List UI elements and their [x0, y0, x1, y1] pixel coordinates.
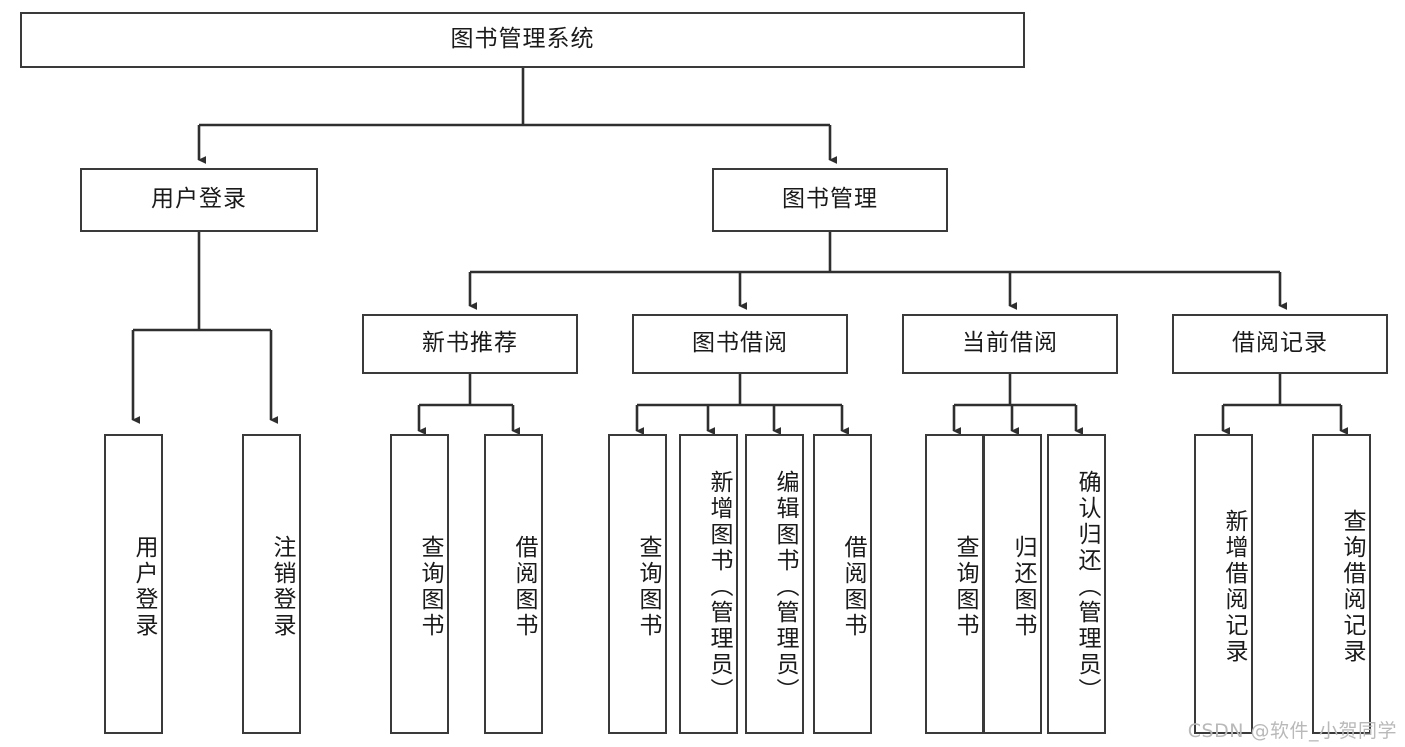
watermark: CSDN @软件_小贺同学 — [1187, 720, 1397, 742]
node-label: 注销登录 — [269, 535, 295, 639]
node-label: 图书管理 — [782, 186, 878, 213]
leaf-add-borrow-record[interactable]: 新增借阅记录 — [1194, 434, 1253, 734]
node-label: 查询借阅记录 — [1339, 509, 1365, 665]
leaf-return-book[interactable]: 归还图书 — [983, 434, 1042, 734]
leaf-query-book-current[interactable]: 查询图书 — [925, 434, 984, 734]
node-user-login[interactable]: 用户登录 — [80, 168, 318, 232]
leaf-query-book-recommend[interactable]: 查询图书 — [390, 434, 449, 734]
node-borrow-record[interactable]: 借阅记录 — [1172, 314, 1388, 374]
node-label: 图书管理系统 — [450, 26, 595, 53]
node-label: 查询图书 — [417, 535, 443, 639]
leaf-confirm-return-admin[interactable]: 确认归还（管理员） — [1047, 434, 1106, 734]
node-label: 新增图书（管理员） — [706, 470, 732, 704]
leaf-logout-login[interactable]: 注销登录 — [242, 434, 301, 734]
node-label: 图书借阅 — [692, 330, 788, 357]
leaf-add-book-admin[interactable]: 新增图书（管理员） — [679, 434, 738, 734]
leaf-query-book-borrow[interactable]: 查询图书 — [608, 434, 667, 734]
node-label: 查询图书 — [952, 535, 978, 639]
leaf-query-borrow-record[interactable]: 查询借阅记录 — [1312, 434, 1371, 734]
node-root-system[interactable]: 图书管理系统 — [20, 12, 1025, 68]
node-new-book-recommend[interactable]: 新书推荐 — [362, 314, 578, 374]
leaf-edit-book-admin[interactable]: 编辑图书（管理员） — [745, 434, 804, 734]
leaf-borrow-book-recommend[interactable]: 借阅图书 — [484, 434, 543, 734]
node-label: 借阅记录 — [1232, 330, 1328, 357]
node-label: 借阅图书 — [840, 535, 866, 639]
node-label: 用户登录 — [151, 186, 247, 213]
node-label: 编辑图书（管理员） — [772, 470, 798, 704]
node-label: 归还图书 — [1010, 535, 1036, 639]
node-book-borrow[interactable]: 图书借阅 — [632, 314, 848, 374]
leaf-borrow-book[interactable]: 借阅图书 — [813, 434, 872, 734]
node-label: 新书推荐 — [422, 330, 518, 357]
node-label: 查询图书 — [635, 535, 661, 639]
node-current-borrow[interactable]: 当前借阅 — [902, 314, 1118, 374]
node-label: 当前借阅 — [962, 330, 1058, 357]
node-label: 用户登录 — [131, 535, 157, 639]
node-book-management[interactable]: 图书管理 — [712, 168, 948, 232]
node-label: 确认归还（管理员） — [1074, 470, 1100, 704]
node-label: 新增借阅记录 — [1221, 509, 1247, 665]
leaf-user-login[interactable]: 用户登录 — [104, 434, 163, 734]
node-label: 借阅图书 — [511, 535, 537, 639]
